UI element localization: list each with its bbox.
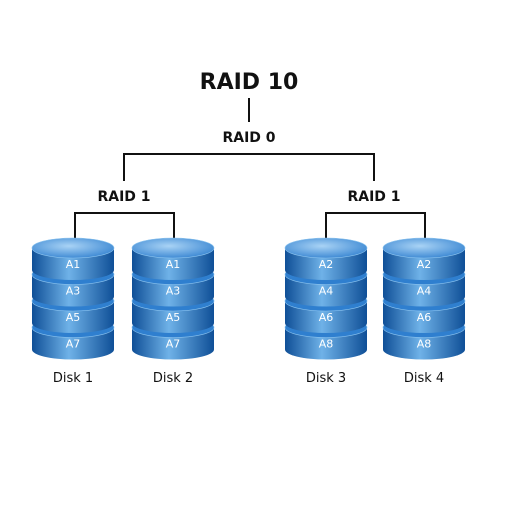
block-label: A6 xyxy=(319,311,334,324)
block-label: A1 xyxy=(66,258,81,271)
disk-stack: A8 A6 A4 A2 xyxy=(382,237,466,360)
block-label: A8 xyxy=(319,338,334,351)
disk-platter: A1 xyxy=(31,237,115,280)
disk-3-label: Disk 3 xyxy=(305,371,347,386)
disk-platter: A2 xyxy=(382,237,466,280)
disk-stack: A7 A5 A3 A1 xyxy=(131,237,215,360)
mirror-bracket-left xyxy=(74,212,175,242)
raid1-label-left: RAID 1 xyxy=(97,189,151,205)
disk-4-label: Disk 4 xyxy=(403,371,445,386)
block-label: A2 xyxy=(319,258,334,271)
disk-platter: A2 xyxy=(284,237,368,280)
platter-top xyxy=(131,237,215,259)
raid1-label-right: RAID 1 xyxy=(347,189,401,205)
block-label: A7 xyxy=(66,338,81,351)
platter-top xyxy=(382,237,466,259)
block-label: A1 xyxy=(166,258,181,271)
block-label: A2 xyxy=(417,258,432,271)
disk-stack: A8 A6 A4 A2 xyxy=(284,237,368,360)
block-label: A6 xyxy=(417,311,432,324)
disk-stack: A7 A5 A3 A1 xyxy=(31,237,115,360)
disk-2-label: Disk 2 xyxy=(152,371,194,386)
platter-top xyxy=(284,237,368,259)
block-label: A5 xyxy=(66,311,81,324)
block-label: A4 xyxy=(319,285,334,298)
disk-1-label: Disk 1 xyxy=(52,371,94,386)
block-label: A3 xyxy=(66,285,81,298)
block-label: A5 xyxy=(166,311,181,324)
block-label: A8 xyxy=(417,338,432,351)
disk-platter: A1 xyxy=(131,237,215,280)
platter-top xyxy=(31,237,115,259)
diagram-title: RAID 10 xyxy=(199,70,299,95)
mirror-bracket-right xyxy=(325,212,426,242)
block-label: A3 xyxy=(166,285,181,298)
block-label: A4 xyxy=(417,285,432,298)
raid0-label: RAID 0 xyxy=(222,130,276,146)
stripe-bracket xyxy=(123,153,375,181)
block-label: A7 xyxy=(166,338,181,351)
